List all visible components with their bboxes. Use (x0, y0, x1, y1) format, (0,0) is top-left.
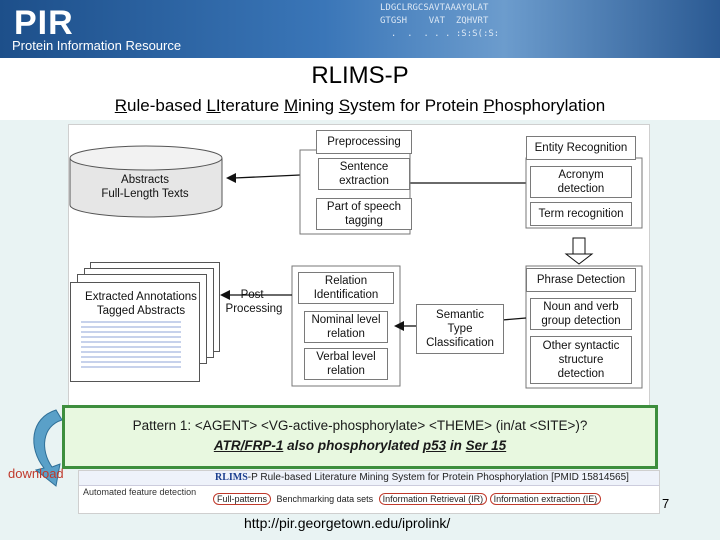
url-link[interactable]: http://pir.georgetown.edu/iprolink/ (244, 515, 451, 531)
label-line: Part of speech (326, 201, 402, 213)
sentence-extraction-box: Sentence extraction (318, 158, 410, 190)
label-line: extraction (339, 175, 389, 187)
phrase-detection-box: Phrase Detection (526, 268, 636, 292)
sequence-line: LDGCLRGCSAVTAAAYQLAT (380, 3, 489, 13)
post-processing-label: Post- Processing (222, 288, 286, 316)
example-theme: p53 (422, 438, 447, 453)
label-line: Type (447, 323, 473, 335)
label-line: Verbal level (316, 351, 376, 363)
page-number: 7 (662, 496, 670, 511)
label-line: Sentence (339, 161, 389, 173)
label-line: relation (327, 365, 365, 377)
download-arrow-icon (33, 409, 63, 487)
title-band (0, 58, 720, 120)
logo-subtitle: Protein Information Resource (12, 38, 182, 53)
label-line: Post- (240, 289, 268, 301)
acronym-detection-box: Acronym detection (530, 166, 632, 198)
abstracts-database-icon (69, 145, 223, 218)
sequence-line: GTGSH VAT ZQHVRT (380, 16, 489, 26)
slide-title: RLIMS-P (311, 62, 409, 89)
tab-full-patterns[interactable]: Full-patterns (213, 493, 272, 505)
label-line: Classification (426, 337, 494, 349)
preview-title-text: -P Rule-based Literature Mining System f… (247, 472, 629, 483)
label-line: Extracted Annotations (85, 291, 197, 303)
tab-information-retrieval[interactable]: Information Retrieval (IR) (378, 493, 488, 505)
label-line: detection (557, 368, 605, 380)
pir-logo: PIR (14, 4, 74, 42)
preview-tabs: Full-patterns Benchmarking data sets Inf… (213, 493, 602, 505)
rlims-logo: RLIMS (215, 472, 248, 483)
label-line: structure (558, 354, 604, 366)
nominal-relation-box: Nominal level relation (304, 311, 388, 343)
label-line: tagging (345, 215, 383, 227)
label-line: detection (557, 183, 605, 195)
label-line: Tagged Abstracts (96, 305, 186, 317)
rlims-web-preview[interactable]: RLIMS-P Rule-based Literature Mining Sys… (78, 470, 660, 514)
sheet-text-lines (81, 321, 181, 371)
preprocessing-box: Preprocessing (316, 130, 412, 154)
subtitle-part: ystem for Protein (350, 96, 484, 115)
label-line: Processing (225, 303, 283, 315)
preview-title: RLIMS-P Rule-based Literature Mining Sys… (215, 472, 629, 483)
label-line: Acronym (558, 169, 604, 181)
label-line: group detection (541, 315, 621, 327)
label-line: Semantic (436, 309, 484, 321)
label-line: Other syntactic (542, 340, 620, 352)
pattern-panel (62, 405, 658, 469)
noun-verb-group-box: Noun and verb group detection (530, 298, 632, 330)
example-site: Ser 15 (465, 438, 507, 453)
sequence-decoration: LDGCLRGCSAVTAAAYQLAT GTGSH VAT ZQHVRT . … (380, 2, 499, 41)
label-line: Nominal level (311, 314, 381, 326)
acronym-letter: M (283, 96, 299, 115)
term-recognition-box: Term recognition (530, 202, 632, 226)
annotation-stack (70, 262, 220, 382)
verbal-relation-box: Verbal level relation (304, 348, 388, 380)
entity-recognition-box: Entity Recognition (526, 136, 636, 160)
other-syntactic-box: Other syntactic structure detection (530, 336, 632, 384)
subtitle-part: ining (298, 96, 339, 115)
acronym-letter: S (338, 96, 351, 115)
label-line: relation (327, 328, 365, 340)
label-line: Identification (313, 289, 379, 301)
label-line: Relation (324, 275, 368, 287)
automated-feature-label: Automated feature detection (83, 487, 197, 497)
header-banner (0, 0, 720, 58)
acronym-letter: R (114, 96, 128, 115)
acronym-letter: P (483, 96, 495, 115)
pattern-example: ATR/FRP-1 also phosphorylated p53 in Ser… (62, 438, 658, 453)
sheet-front (70, 282, 200, 382)
example-text: also phosphorylated (283, 438, 423, 453)
tab-information-extraction[interactable]: Information extraction (IE) (489, 493, 602, 505)
acronym-letter: LI (206, 96, 221, 115)
download-link[interactable]: download (8, 466, 64, 481)
tab-benchmarking[interactable]: Benchmarking data sets (276, 494, 374, 504)
label-line: Noun and verb (543, 301, 619, 313)
subtitle-part: ule-based (127, 96, 207, 115)
subtitle-part: hosphorylation (494, 96, 606, 115)
pos-tagging-box: Part of speech tagging (316, 198, 412, 230)
down-arrow-icon (564, 237, 594, 265)
subtitle-part: terature (220, 96, 284, 115)
example-agent: ATR/FRP-1 (213, 438, 284, 453)
label-line: Full-Length Texts (101, 188, 189, 200)
sequence-line: . . . . . :S:S(:S: (380, 29, 500, 39)
slide-subtitle: Rule-based LIterature Mining System for … (0, 96, 720, 116)
example-text: in (446, 438, 466, 453)
label-line: Abstracts (121, 174, 169, 186)
pattern-rule: Pattern 1: <AGENT> <VG-active-phosphoryl… (132, 418, 588, 433)
